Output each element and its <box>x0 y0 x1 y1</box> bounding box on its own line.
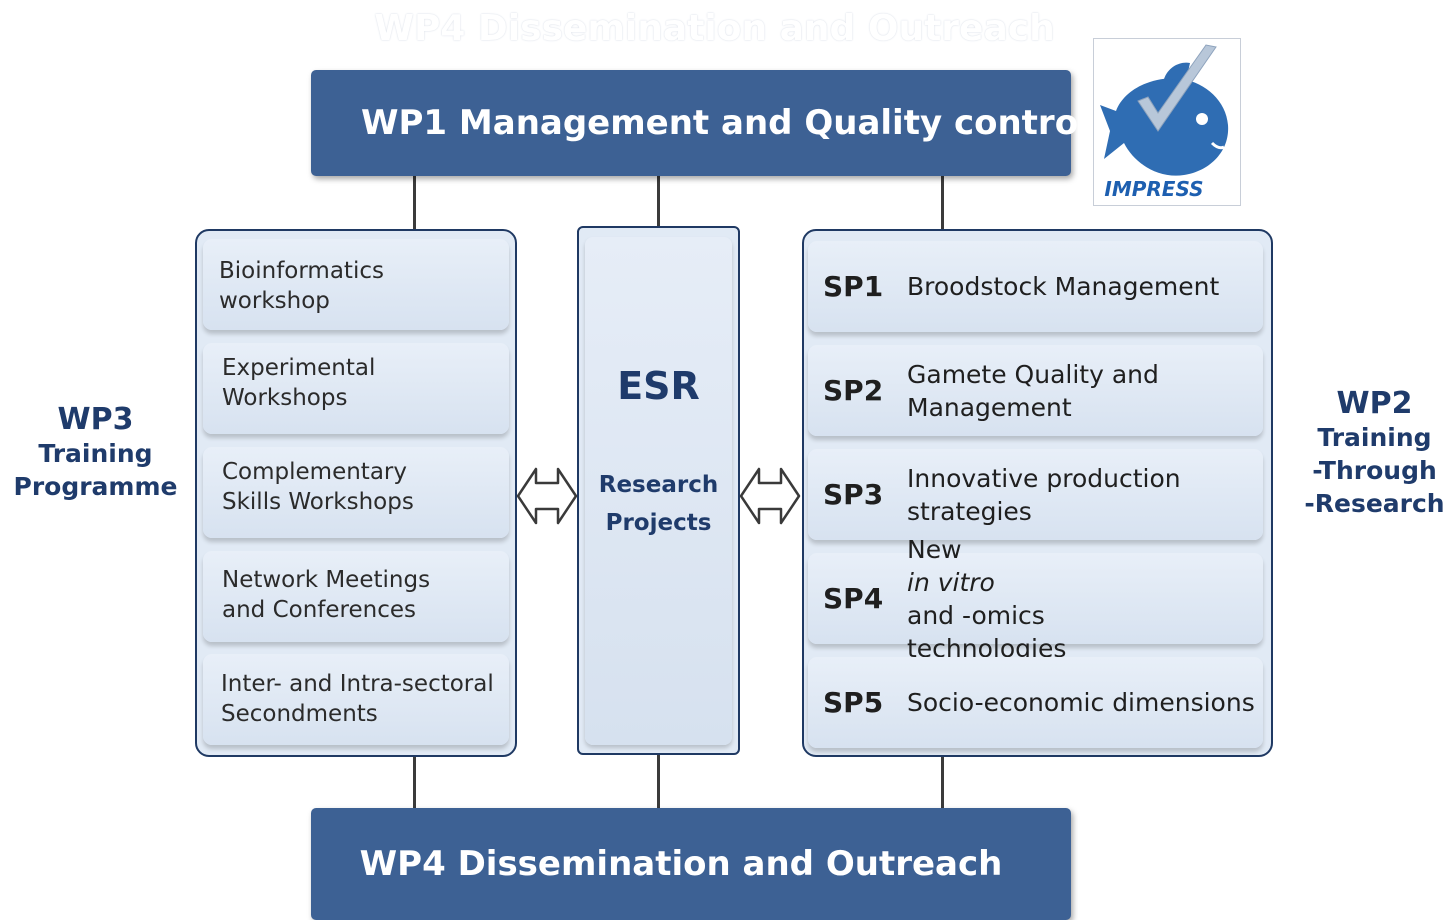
logo-text: IMPRESS <box>1104 177 1204 201</box>
subproject-desc-line: Management <box>907 392 1072 422</box>
training-item-line: Secondments <box>221 701 378 727</box>
subproject-desc-line: Socio-economic dimensions <box>907 688 1255 717</box>
training-item-line: Inter- and Intra-sectoral <box>221 671 494 697</box>
wp2-line: -Research <box>1304 489 1445 518</box>
subproject-desc-line: New in vitro and -omics <box>907 533 1066 632</box>
double-arrow-icon <box>739 467 801 525</box>
wp1-label: WP1 Management and Quality control <box>361 103 1090 143</box>
wp2-label: WP2 Training -Through -Research <box>1300 387 1449 520</box>
connector-line <box>941 176 944 231</box>
subproject-desc-line: Innovative production <box>907 463 1181 493</box>
esr-subtitle-line: Research <box>598 472 719 498</box>
wp3-code: WP3 <box>57 402 134 437</box>
wp2-line: Training <box>1317 423 1432 452</box>
training-item-line: Bioinformatics <box>219 258 384 284</box>
training-item-line: Network Meetings <box>222 567 431 593</box>
training-item: Complementary Skills Workshops <box>203 447 509 538</box>
wp3-line: Training <box>38 439 153 468</box>
subproject-card: SP5 Socio-economic dimensions <box>808 657 1263 748</box>
esr-subtitle: Research Projects <box>585 466 732 542</box>
double-arrow-icon <box>516 467 578 525</box>
impress-logo: IMPRESS <box>1093 38 1241 206</box>
wp4-label: WP4 Dissemination and Outreach <box>359 844 1003 884</box>
training-item: Experimental Workshops <box>203 343 509 434</box>
training-item-line: Experimental <box>222 355 376 381</box>
training-item-line: and Conferences <box>222 597 416 623</box>
desc-fragment-italic: in vitro <box>907 567 995 597</box>
wp2-line: -Through <box>1312 456 1437 485</box>
subproject-desc: Broodstock Management <box>894 270 1219 303</box>
connector-line <box>941 755 944 808</box>
subproject-code: SP3 <box>823 478 884 511</box>
esr-card <box>585 237 732 745</box>
subproject-code: SP1 <box>823 270 884 303</box>
training-item: Network Meetings and Conferences <box>203 551 509 642</box>
connector-line <box>657 752 660 808</box>
subproject-code: SP2 <box>823 374 884 407</box>
wp1-banner: WP1 Management and Quality control <box>311 70 1090 176</box>
wp4-banner: WP4 Dissemination and Outreach <box>311 808 1071 920</box>
subproject-code: SP5 <box>823 686 884 719</box>
wp3-line: Programme <box>13 472 178 501</box>
wp2-code: WP2 <box>1336 386 1413 421</box>
training-item: Inter- and Intra-sectoral Secondments <box>203 654 509 745</box>
subproject-desc-line: strategies <box>907 496 1032 526</box>
esr-subtitle-line: Projects <box>605 510 712 536</box>
subproject-desc-line: Broodstock Management <box>907 272 1220 301</box>
connector-line <box>413 176 416 231</box>
training-item-line: Skills Workshops <box>222 489 414 515</box>
esr-title: ESR <box>617 364 700 408</box>
subproject-desc: Gamete Quality and Management <box>894 358 1159 424</box>
training-item-line: workshop <box>219 288 330 314</box>
wp3-label: WP3 Training Programme <box>8 403 183 503</box>
ghost-title: WP4 Dissemination and Outreach <box>374 8 1055 49</box>
subproject-card: SP1 Broodstock Management <box>808 241 1263 332</box>
subproject-desc: New in vitro and -omics technologies <box>894 533 1066 665</box>
training-item: Bioinformatics workshop <box>203 239 509 330</box>
subproject-desc-line: Gamete Quality and <box>907 359 1159 389</box>
fish-check-icon <box>1100 44 1229 176</box>
connector-line <box>413 755 416 808</box>
training-item-line: Complementary <box>222 459 407 485</box>
subproject-code: SP4 <box>823 582 884 615</box>
subproject-card: SP2 Gamete Quality and Management <box>808 345 1263 436</box>
connector-line <box>657 176 660 228</box>
training-item-line: Workshops <box>222 385 348 411</box>
subproject-card: SP4 New in vitro and -omics technologies <box>808 535 1263 663</box>
subproject-desc: Innovative production strategies <box>894 462 1181 528</box>
subproject-card: SP3 Innovative production strategies <box>808 449 1263 540</box>
desc-fragment: and -omics <box>907 600 1045 630</box>
desc-fragment: New <box>907 534 962 564</box>
subproject-desc: Socio-economic dimensions <box>894 686 1255 719</box>
